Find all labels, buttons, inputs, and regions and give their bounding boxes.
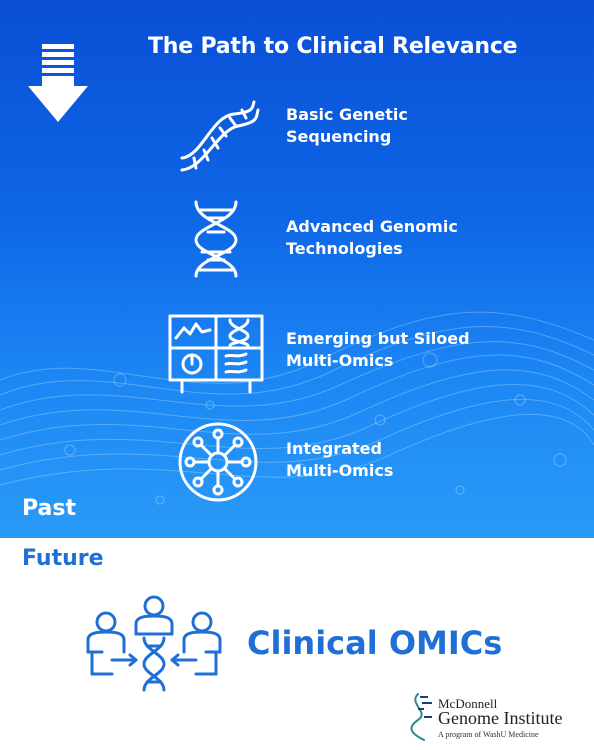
logo-line3: A program of WashU Medicine: [438, 730, 539, 739]
step-label-line2: Technologies: [286, 239, 403, 258]
step-label: Integrated Multi-Omics: [286, 438, 536, 482]
step-label-line1: Emerging but Siloed: [286, 329, 470, 348]
step-label-line2: Multi-Omics: [286, 461, 394, 480]
dna-helix-icon: [194, 200, 238, 278]
step-basic-sequencing: Basic Genetic Sequencing: [0, 96, 594, 186]
clinical-omics-title: Clinical OMICs: [247, 624, 503, 662]
collaboration-dna-icon: [86, 595, 222, 692]
step-integrated-multi-omics: Integrated Multi-Omics: [0, 420, 594, 510]
step-advanced-genomic: Advanced Genomic Technologies: [0, 196, 594, 286]
wave-background: [0, 311, 594, 505]
step-label-line1: Integrated: [286, 439, 382, 458]
step-label-line1: Basic Genetic: [286, 105, 408, 124]
network-circle-icon: [178, 422, 258, 502]
future-label: Future: [22, 546, 104, 571]
page-title: The Path to Clinical Relevance: [148, 34, 518, 59]
past-label: Past: [22, 496, 76, 521]
step-label-line2: Sequencing: [286, 127, 392, 146]
down-arrow-icon: [28, 44, 88, 122]
step-label: Basic Genetic Sequencing: [286, 104, 536, 148]
dna-logo-icon: [410, 693, 432, 741]
dna-strand-icon: [180, 100, 260, 172]
past-section: The Path to Clinical Relevance Basic Gen…: [0, 0, 594, 538]
institute-logo: McDonnell Genome Institute A program of …: [404, 688, 584, 744]
multi-omics-panel-icon: [168, 314, 264, 394]
step-siloed-multi-omics: Emerging but Siloed Multi-Omics: [0, 312, 594, 402]
step-label: Advanced Genomic Technologies: [286, 216, 536, 260]
logo-line2: Genome Institute: [438, 708, 563, 728]
logo-line1: McDonnell: [438, 696, 498, 711]
step-label-line1: Advanced Genomic: [286, 217, 458, 236]
step-label: Emerging but Siloed Multi-Omics: [286, 328, 536, 372]
step-label-line2: Multi-Omics: [286, 351, 394, 370]
